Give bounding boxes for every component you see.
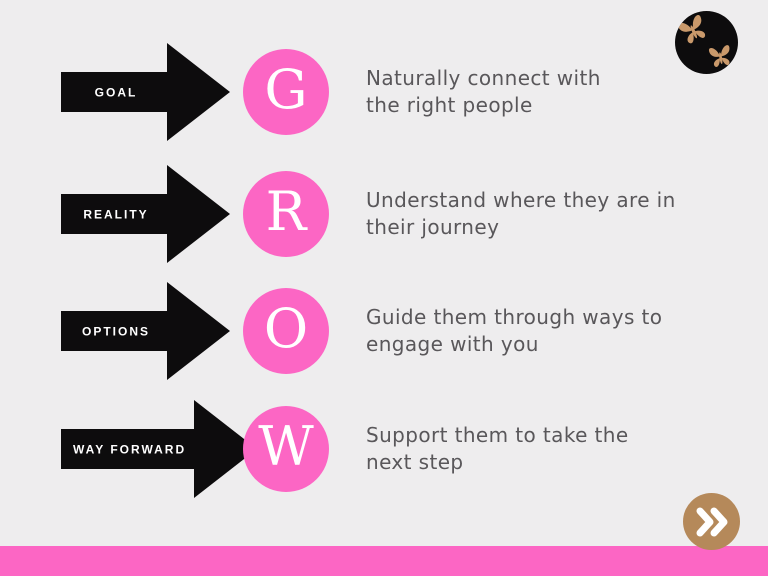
options-description-line1: Guide them through ways to (366, 305, 663, 329)
options-letter-circle: O (243, 288, 329, 374)
reality-arrow: REALITY (61, 165, 230, 263)
way-forward-letter-circle: W (243, 406, 329, 492)
reality-letter-circle: R (243, 171, 329, 257)
options-arrow-head-icon (167, 282, 230, 380)
options-arrow-label: OPTIONS (81, 324, 150, 339)
goal-description-line1: Naturally connect with (366, 66, 601, 90)
options-description-line2: engage with you (366, 332, 539, 356)
reality-arrow-head-icon (167, 165, 230, 263)
reality-description: Understand where they are in their journ… (366, 187, 736, 241)
goal-arrow-bar: GOAL (61, 72, 171, 112)
butterflies-logo (675, 11, 738, 74)
goal-description: Naturally connect with the right people (366, 65, 736, 119)
way-forward-arrow: WAY FORWARD (61, 400, 258, 498)
reality-letter: R (265, 180, 307, 243)
reality-description-line2: their journey (366, 215, 500, 239)
reality-arrow-label: REALITY (83, 207, 149, 222)
options-letter: O (263, 297, 309, 360)
butterfly-icon (675, 11, 714, 51)
way-forward-description: Support them to take the next step (366, 422, 736, 476)
goal-arrow: GOAL (61, 43, 230, 141)
goal-arrow-label: GOAL (94, 85, 138, 100)
goal-description-line2: the right people (366, 93, 533, 117)
goal-arrow-head-icon (167, 43, 230, 141)
bottom-accent-bar (0, 546, 768, 576)
way-forward-arrow-bar: WAY FORWARD (61, 429, 199, 469)
options-description: Guide them through ways to engage with y… (366, 304, 736, 358)
reality-description-line1: Understand where they are in (366, 188, 676, 212)
goal-letter-circle: G (243, 49, 329, 135)
way-forward-arrow-label: WAY FORWARD (73, 442, 187, 457)
reality-arrow-bar: REALITY (61, 194, 171, 234)
double-chevron-right-icon (693, 506, 731, 538)
way-forward-description-line1: Support them to take the (366, 423, 629, 447)
way-forward-letter: W (258, 415, 314, 478)
way-forward-description-line2: next step (366, 450, 464, 474)
options-arrow: OPTIONS (61, 282, 230, 380)
options-arrow-bar: OPTIONS (61, 311, 171, 351)
next-button[interactable] (683, 493, 740, 550)
goal-letter: G (264, 58, 308, 121)
butterfly-icon (705, 41, 736, 72)
